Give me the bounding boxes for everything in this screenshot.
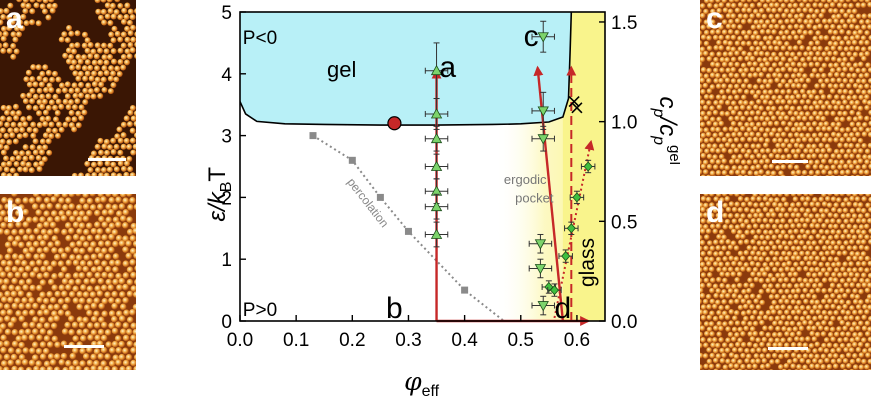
x-tick-label: 0.0 bbox=[227, 330, 253, 351]
state-label-a: a bbox=[439, 51, 456, 84]
data-point-triangle-down bbox=[537, 134, 549, 145]
x-tick-label: 0.2 bbox=[339, 330, 365, 351]
gel-region bbox=[240, 12, 572, 126]
micrograph-a: a bbox=[0, 0, 136, 176]
x-tick-label: 0.3 bbox=[395, 330, 421, 351]
data-point-diamond bbox=[572, 192, 582, 203]
percolation-label: percolation bbox=[344, 175, 391, 230]
micrograph-c: c bbox=[700, 0, 871, 176]
micrograph-c-image bbox=[700, 0, 871, 176]
y2-tick-label: 1.0 bbox=[611, 113, 637, 134]
data-point-triangle-up bbox=[430, 132, 443, 144]
y-axis-subscript: B bbox=[218, 182, 235, 193]
ergodic-label: ergodic bbox=[504, 172, 547, 187]
data-point-triangle-up bbox=[430, 108, 443, 119]
micrograph-a-image bbox=[0, 0, 136, 176]
micrograph-d-image bbox=[700, 194, 871, 370]
data-point-triangle-up bbox=[430, 160, 443, 171]
plot-frame bbox=[239, 11, 606, 322]
percolation-line bbox=[312, 134, 505, 321]
cross-marker bbox=[571, 102, 583, 114]
state-label-b: b bbox=[386, 292, 403, 325]
gel-label: gel bbox=[327, 57, 356, 82]
micrograph-b-image bbox=[0, 194, 136, 370]
data-point-triangle-down bbox=[534, 264, 547, 275]
percolation-layer bbox=[309, 132, 505, 321]
percolation-point bbox=[461, 286, 469, 294]
x-axis-symbol: φ bbox=[404, 367, 422, 396]
data-point-triangle-up bbox=[430, 228, 443, 239]
x-tick-label: 0.6 bbox=[564, 330, 590, 351]
percolation-point bbox=[309, 132, 317, 140]
y-tick-label: 3 bbox=[221, 127, 232, 148]
cross-marker bbox=[568, 96, 580, 108]
y2-axis-sub1: p bbox=[650, 108, 667, 118]
data-point-diamond bbox=[583, 161, 593, 172]
panel-letter-c: c bbox=[706, 2, 723, 35]
panel-letter-a: a bbox=[6, 2, 23, 35]
panel-letter-d: d bbox=[706, 196, 725, 229]
data-point-triangle-up bbox=[430, 200, 443, 212]
data-point-diamond bbox=[549, 284, 559, 296]
y-axis-tail: T bbox=[204, 167, 231, 182]
x-tick-label: 0.1 bbox=[283, 330, 309, 351]
scale-bar-b bbox=[64, 345, 104, 348]
data-point-diamond bbox=[566, 223, 576, 234]
y-tick-label: 2 bbox=[221, 188, 232, 209]
y-tick-label: 0 bbox=[221, 312, 232, 333]
y2-axis-sub2: p bbox=[650, 135, 667, 145]
y2-tick-label: 0.5 bbox=[611, 212, 637, 233]
y-tick-label: 5 bbox=[221, 3, 232, 24]
y2-tick-label: 1.5 bbox=[611, 13, 637, 34]
data-point-triangle-up bbox=[430, 64, 443, 76]
x-axis-subscript: eff bbox=[422, 383, 440, 400]
y-tick-label: 1 bbox=[221, 250, 232, 271]
y-axis-title: ε/kBT bbox=[204, 167, 235, 222]
y-tick-label: 4 bbox=[221, 65, 232, 86]
state-label-d: d bbox=[554, 292, 571, 325]
data-point-diamond bbox=[561, 251, 571, 262]
series-layer bbox=[424, 20, 596, 316]
y2-axis-mid: /c bbox=[654, 115, 680, 136]
x-tick-label: 0.5 bbox=[508, 330, 534, 351]
pressure-negative-label: P<0 bbox=[243, 28, 277, 49]
critical-point bbox=[387, 116, 402, 131]
y2-axis-sup: gel bbox=[666, 145, 680, 165]
pressure-positive-label: P>0 bbox=[243, 300, 277, 321]
percolation-point bbox=[376, 193, 384, 201]
scale-bar-a bbox=[88, 158, 126, 161]
y2-axis-title: cp/cpgel bbox=[650, 97, 680, 166]
x-tick-label: 0.4 bbox=[451, 330, 478, 351]
scale-bar-d bbox=[768, 347, 808, 350]
scale-bar-c bbox=[772, 160, 808, 163]
data-point-triangle-down bbox=[537, 32, 549, 43]
data-point-triangle-down bbox=[537, 106, 549, 117]
data-point-triangle-down bbox=[534, 239, 547, 250]
y-axis-main: ε/k bbox=[204, 190, 231, 221]
glass-label: glass bbox=[576, 238, 599, 287]
y2-tick-label: 0.0 bbox=[611, 312, 637, 333]
y2-axis-c: c bbox=[654, 97, 680, 109]
percolation-point bbox=[348, 156, 356, 164]
axes-layer: 0.0 0.1 0.2 0.3 0.4 0.5 0.6 0 1 2 3 4 5 0.0 0.5 1.0 1.5 bbox=[221, 3, 637, 351]
pocket-label: pocket bbox=[515, 190, 554, 205]
state-label-c: c bbox=[524, 20, 539, 53]
x-axis-title: φeff bbox=[404, 367, 440, 400]
panel-letter-b: b bbox=[6, 196, 25, 229]
gel-boundary-line bbox=[240, 12, 573, 126]
region-layer bbox=[240, 12, 605, 321]
percolation-point bbox=[404, 227, 412, 235]
micrograph-b: b bbox=[0, 194, 136, 370]
data-point-triangle-down bbox=[537, 301, 549, 312]
micrograph-d: d bbox=[700, 194, 871, 370]
